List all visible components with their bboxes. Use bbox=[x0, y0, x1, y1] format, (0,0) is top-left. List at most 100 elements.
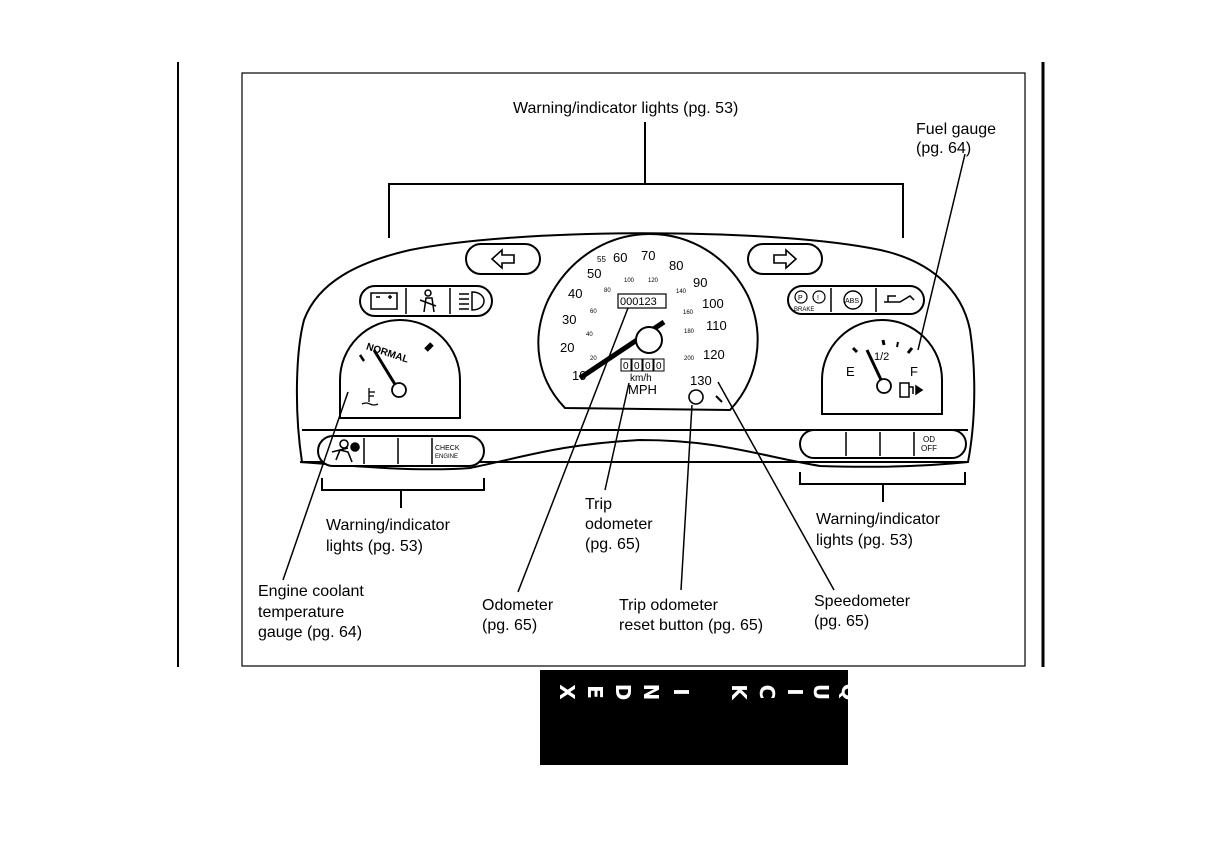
kmh-tick-label: 160 bbox=[683, 310, 694, 316]
label-warning-top: Warning/indicator lights (pg. 53) bbox=[513, 100, 738, 117]
label-speedometer-1: Speedometer bbox=[814, 593, 911, 610]
mph-tick-label: 20 bbox=[560, 340, 574, 355]
kmh-tick-label: 40 bbox=[586, 332, 593, 338]
label-warning-left-2: lights (pg. 53) bbox=[326, 538, 423, 555]
kmh-tick-label: 180 bbox=[684, 329, 695, 335]
label-engine-coolant-1: Engine coolant bbox=[258, 583, 364, 600]
lower-left-bracket bbox=[321, 478, 485, 491]
kmh-tick-label: 140 bbox=[676, 289, 687, 295]
label-trip-odometer-3: (pg. 65) bbox=[585, 536, 640, 553]
od-off-line-2: OFF bbox=[921, 444, 937, 453]
kmh-unit-label: km/h bbox=[630, 373, 652, 384]
battery-icon bbox=[370, 292, 398, 310]
oil-pressure-icon bbox=[884, 295, 915, 303]
tab-letter: E bbox=[583, 685, 607, 699]
kmh-tick-label: 120 bbox=[648, 278, 659, 284]
coolant-temperature-gauge: NORMAL bbox=[339, 319, 461, 419]
label-trip-reset-2: reset button (pg. 65) bbox=[619, 617, 763, 634]
airbag-icon bbox=[331, 439, 360, 463]
label-fuel-gauge-2: (pg. 64) bbox=[916, 140, 971, 157]
svg-text:0: 0 bbox=[645, 361, 651, 372]
brake-label: BRAKE bbox=[794, 307, 814, 313]
mph-tick-label: 110 bbox=[706, 318, 727, 333]
mph-tick-label: 80 bbox=[669, 258, 683, 273]
lower-right-warning-lights: OD OFF bbox=[799, 429, 967, 459]
right-turn-signal bbox=[747, 243, 823, 275]
brake-warning-icon: P ! BRAKE bbox=[794, 290, 826, 313]
label-trip-odometer-1: Trip bbox=[585, 496, 612, 513]
fuel-pump-icon bbox=[899, 382, 924, 398]
tab-letter: N bbox=[639, 684, 663, 701]
check-engine-line-1: CHECK bbox=[435, 445, 460, 452]
tab-letter: U bbox=[809, 684, 833, 700]
label-odometer-2: (pg. 65) bbox=[482, 617, 537, 634]
kmh-tick-label: 100 bbox=[624, 278, 635, 284]
fuel-full-label: F bbox=[910, 364, 918, 379]
label-trip-odometer-2: odometer bbox=[585, 516, 653, 533]
od-off-line-1: OD bbox=[923, 435, 935, 444]
odometer-display: 000123 bbox=[620, 296, 657, 308]
fuel-gauge: E 1/2 F bbox=[821, 319, 943, 415]
left-arrow-icon bbox=[490, 248, 515, 270]
label-trip-reset-1: Trip odometer bbox=[619, 597, 719, 614]
mph-tick-label: 50 bbox=[587, 266, 601, 281]
kmh-tick-label: 20 bbox=[590, 356, 597, 362]
lower-right-bracket bbox=[799, 472, 966, 485]
tab-letter: K bbox=[727, 684, 751, 701]
trip-odometer-display: 0 0 0 0 bbox=[620, 358, 665, 372]
speedometer-hub bbox=[635, 326, 663, 354]
tab-letter: I bbox=[669, 688, 693, 695]
tab-letter: X bbox=[555, 684, 579, 700]
svg-text:0: 0 bbox=[634, 361, 640, 372]
check-engine-line-2: ENGINE bbox=[435, 454, 458, 460]
mph-tick-label: 10 bbox=[572, 368, 586, 383]
label-engine-coolant-3: gauge (pg. 64) bbox=[258, 624, 362, 641]
mph-tick-label: 60 bbox=[613, 250, 627, 265]
svg-text:0: 0 bbox=[656, 361, 662, 372]
label-warning-right-1: Warning/indicator bbox=[816, 511, 941, 528]
label-warning-right-2: lights (pg. 53) bbox=[816, 532, 913, 549]
kmh-tick-label: 80 bbox=[604, 288, 611, 294]
svg-text:!: ! bbox=[817, 295, 819, 302]
upper-left-warning-lights bbox=[359, 285, 493, 317]
label-engine-coolant-2: temperature bbox=[258, 604, 344, 621]
figure-frame bbox=[241, 72, 1026, 667]
fuel-half-label: 1/2 bbox=[874, 351, 889, 363]
svg-text:0: 0 bbox=[623, 361, 629, 372]
kmh-tick-label: 200 bbox=[684, 356, 695, 362]
abs-label: ABS bbox=[845, 298, 859, 305]
mph-tick-label: 100 bbox=[702, 296, 724, 311]
right-arrow-icon bbox=[773, 248, 798, 270]
lower-left-warning-lights: CHECK ENGINE bbox=[317, 435, 485, 467]
leader-lines bbox=[282, 153, 966, 593]
mph-tick-label: 40 bbox=[568, 286, 582, 301]
tab-letter: D bbox=[611, 684, 635, 701]
label-fuel-gauge-1: Fuel gauge bbox=[916, 121, 996, 138]
mph-tick-label: 120 bbox=[703, 347, 725, 362]
headlamp-icon bbox=[459, 291, 485, 311]
mph-tick-label: 30 bbox=[562, 312, 576, 327]
mph-tick-label: 130 bbox=[690, 373, 712, 388]
seatbelt-icon bbox=[419, 289, 437, 313]
trip-reset-button[interactable] bbox=[688, 389, 704, 405]
svg-text:P: P bbox=[798, 295, 803, 302]
label-warning-left-1: Warning/indicator bbox=[326, 517, 451, 534]
kmh-tick-marks: 20 40 60 80 100 120 140 160 180 200 bbox=[586, 278, 695, 362]
kmh-tick-label: 60 bbox=[590, 309, 597, 315]
tab-letter: I bbox=[783, 688, 807, 695]
tab-letter: Q bbox=[837, 683, 861, 700]
left-turn-signal bbox=[465, 243, 541, 275]
top-warning-bracket bbox=[388, 122, 904, 238]
mph-tick-label: 55 bbox=[597, 255, 606, 264]
upper-right-warning-lights: P ! BRAKE ABS bbox=[787, 285, 925, 315]
label-odometer-1: Odometer bbox=[482, 597, 554, 614]
abs-icon: ABS bbox=[843, 290, 863, 310]
coolant-thermometer-icon bbox=[361, 388, 379, 406]
mph-tick-label: 70 bbox=[641, 248, 655, 263]
tab-letter: C bbox=[755, 685, 779, 700]
